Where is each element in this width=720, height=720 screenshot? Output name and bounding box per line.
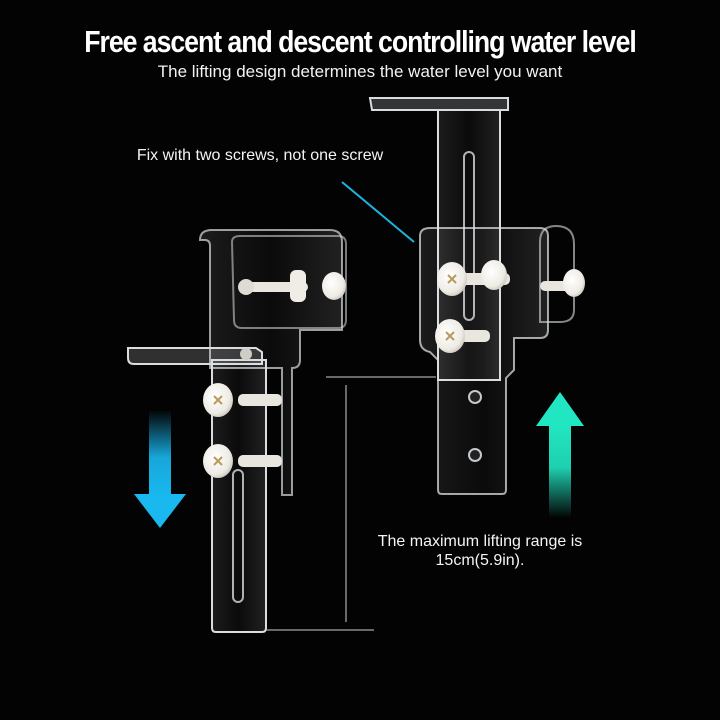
screws-note: Fix with two screws, not one screw: [136, 147, 384, 164]
pointer-line: [341, 181, 415, 243]
raised-bracket-knobs: [435, 260, 585, 353]
lowered-bracket: [127, 229, 347, 633]
lowered-bracket-knobs: [203, 270, 346, 478]
range-note: The maximum lifting range is 15cm(5.9in)…: [340, 532, 620, 570]
range-note-line1: The maximum lifting range is: [377, 533, 583, 550]
range-dimension-lines: [266, 376, 436, 631]
subheadline: The lifting design determines the water …: [157, 62, 563, 81]
range-note-line2: 15cm(5.9in).: [435, 552, 525, 569]
arrow-down-icon: [134, 410, 186, 528]
headline: Free ascent and descent controlling wate…: [84, 24, 637, 59]
arrow-up-icon: [536, 392, 584, 518]
